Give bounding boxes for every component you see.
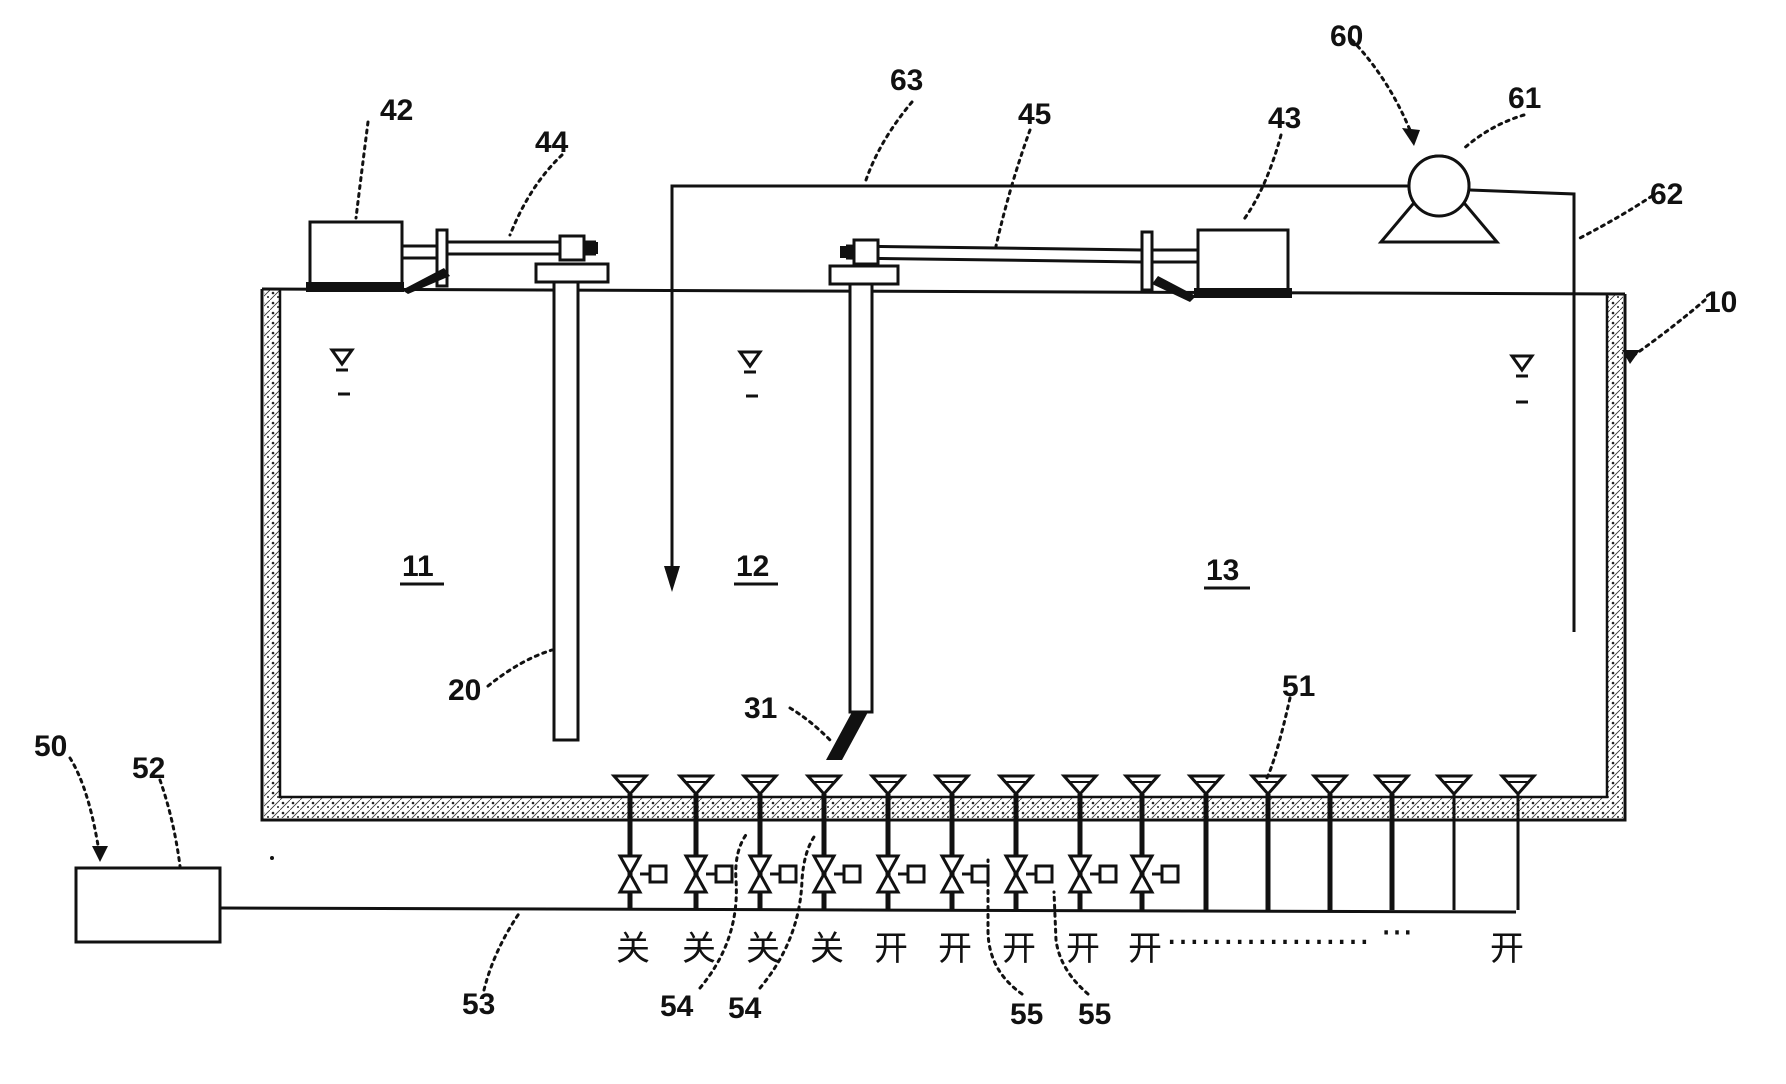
water-level-icon: [737, 350, 763, 398]
valve-icon: [939, 854, 990, 894]
valve-state-label: 开: [1002, 929, 1036, 969]
diffuser-icon: [1498, 774, 1538, 910]
label-42: 42: [380, 94, 413, 127]
partition-baffle-20: [552, 268, 580, 742]
label-60: 60: [1330, 20, 1363, 53]
diffuser-icon: [1434, 774, 1474, 910]
label-63: 63: [890, 64, 923, 97]
diffuser-icon: [1310, 774, 1350, 910]
valve-state-label: 关: [746, 929, 780, 969]
valve-icon: [683, 854, 734, 894]
arrow-icon: [1402, 128, 1420, 146]
label-55-a: 55: [1010, 998, 1043, 1031]
pump-icon: [1377, 154, 1501, 244]
valve-state-label: 开: [1066, 929, 1100, 969]
labels: 42 44 63 45 43 60 61 62 10 11 12 13 20 3…: [34, 20, 1737, 1031]
valve-state-label: 关: [616, 929, 650, 969]
valve-state-labels: 关关关关开开开开开: [616, 929, 1162, 969]
label-54-a: 54: [660, 990, 694, 1023]
valve-state-label: 关: [810, 929, 844, 969]
valve-state-label: 关: [682, 929, 716, 969]
valve-icon: [875, 854, 926, 894]
partition-baffle-31: [848, 266, 874, 714]
label-31: 31: [744, 692, 777, 725]
label-13: 13: [1206, 554, 1239, 587]
label-50: 50: [34, 730, 67, 763]
valve-state-label: 开: [938, 929, 972, 969]
valve-icon: [617, 854, 668, 894]
valve-icon: [1129, 854, 1180, 894]
arrow-down-icon: [664, 566, 680, 592]
valve-state-label: 开: [1128, 929, 1162, 969]
water-level-icon: [1509, 354, 1535, 404]
valve-state-label: 开: [874, 929, 908, 969]
dot: [270, 856, 274, 860]
leader-lines: [68, 38, 1707, 996]
actuator-icon: [1140, 228, 1292, 302]
valve-icon: [1003, 854, 1054, 894]
actuator-icon: [306, 220, 450, 294]
diffuser-icon: [1186, 774, 1226, 910]
tank-right-wall: [1607, 294, 1623, 818]
label-52: 52: [132, 752, 165, 785]
valve-state-last: 开: [1490, 929, 1524, 969]
diffuser-array: [610, 774, 1538, 910]
water-level-icon: [329, 348, 355, 396]
label-62: 62: [1650, 178, 1683, 211]
valve-icon: [811, 854, 862, 894]
ellipsis-dots: ……………… ···: [1166, 913, 1413, 953]
supply-main: [219, 906, 1517, 914]
label-45: 45: [1018, 98, 1051, 131]
label-51: 51: [1282, 670, 1315, 703]
tank: [260, 287, 1627, 822]
rod-44: [447, 234, 610, 284]
label-11: 11: [402, 550, 434, 583]
tank-bottom: [264, 797, 1623, 818]
label-54-b: 54: [728, 992, 762, 1025]
label-10: 10: [1704, 286, 1737, 319]
label-20: 20: [448, 674, 481, 707]
label-53: 53: [462, 988, 495, 1021]
label-61: 61: [1508, 82, 1541, 115]
label-43: 43: [1268, 102, 1301, 135]
diffuser-icon: [1372, 774, 1412, 910]
label-12: 12: [736, 550, 769, 583]
rod-45: [828, 238, 1143, 286]
blower: [74, 866, 222, 944]
return-line: [664, 184, 1576, 632]
label-44: 44: [535, 126, 569, 159]
valve-icon: [747, 854, 798, 894]
partition-foot: [826, 712, 868, 760]
label-55-b: 55: [1078, 998, 1111, 1031]
valve-icon: [1067, 854, 1118, 894]
tank-left-wall: [264, 289, 280, 818]
arrow-icon: [92, 846, 108, 862]
arrow-icon: [1622, 350, 1640, 364]
